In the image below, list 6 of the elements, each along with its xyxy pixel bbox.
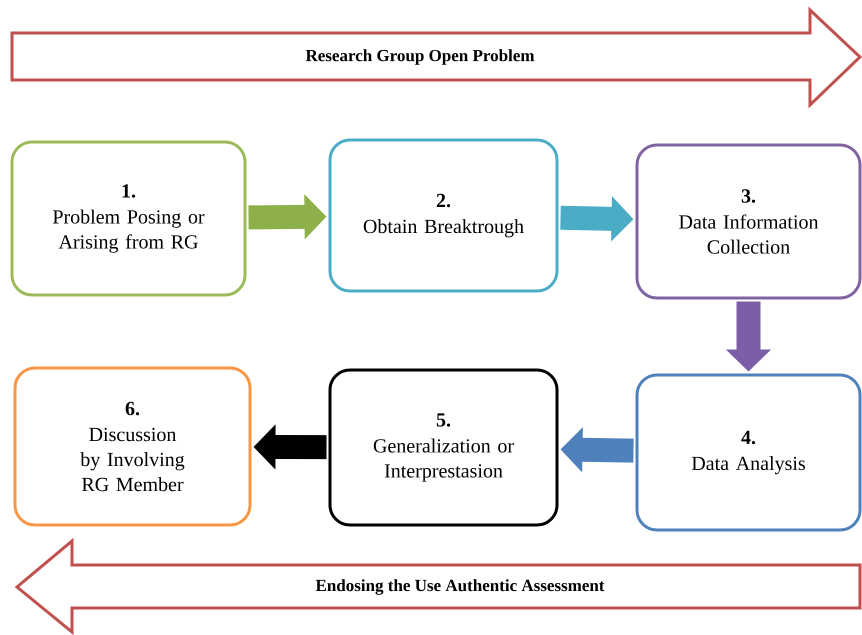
process-box: 6. Discussion by Involving RG Member: [14, 366, 252, 526]
process-box: 3. Data Information Collection: [636, 144, 862, 300]
process-box: 5. Generalization or Interprestasion: [328, 368, 558, 526]
process-box: 2. Obtain Breaktrough: [328, 138, 558, 292]
process-box: 4. Data Analysis: [636, 374, 862, 532]
process-box: 1. Problem Posing or Arising from RG: [10, 140, 246, 296]
